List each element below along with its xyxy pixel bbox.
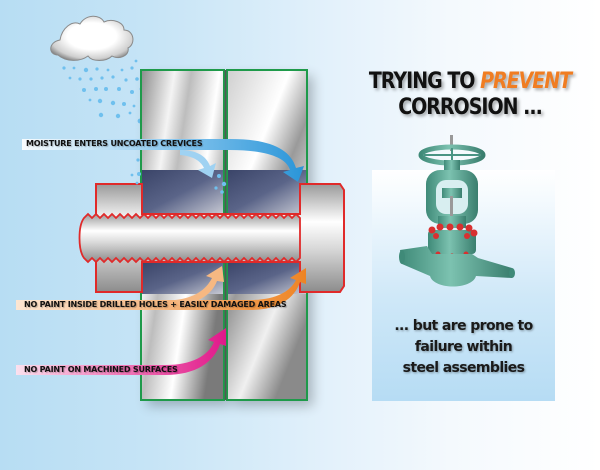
headline-line-2: CORROSION ... <box>398 94 543 120</box>
rain-cloud-icon <box>50 15 134 61</box>
valve-stem <box>450 135 453 151</box>
bolt <box>78 183 345 293</box>
moisture-arrow <box>22 139 304 182</box>
valve-body <box>400 246 512 287</box>
caption-line-2: failure within <box>414 339 513 355</box>
callout-drilled-holes: NO PAINT INSIDE DRILLED HOLES + EASILY D… <box>24 300 287 309</box>
caption-line-1: ... but are prone to <box>394 318 533 334</box>
drilled-holes-arrow <box>16 266 306 310</box>
headline-accent: PREVENT <box>480 68 572 94</box>
caption-line-3: steel assemblies <box>402 360 525 376</box>
headline-prefix: TRYING TO <box>368 68 481 94</box>
callout-machined-surfaces: NO PAINT ON MACHINED SURFACES <box>24 365 178 374</box>
machined-surfaces-arrow <box>16 328 226 375</box>
callout-moisture: MOISTURE ENTERS UNCOATED CREVICES <box>26 139 203 148</box>
crevice-drops <box>135 172 227 194</box>
crevice-upper-left <box>142 170 224 214</box>
headline-line-1: TRYING TO PREVENT <box>360 68 580 93</box>
gate-valve-illustration <box>399 135 515 287</box>
rain-drops <box>62 59 146 177</box>
